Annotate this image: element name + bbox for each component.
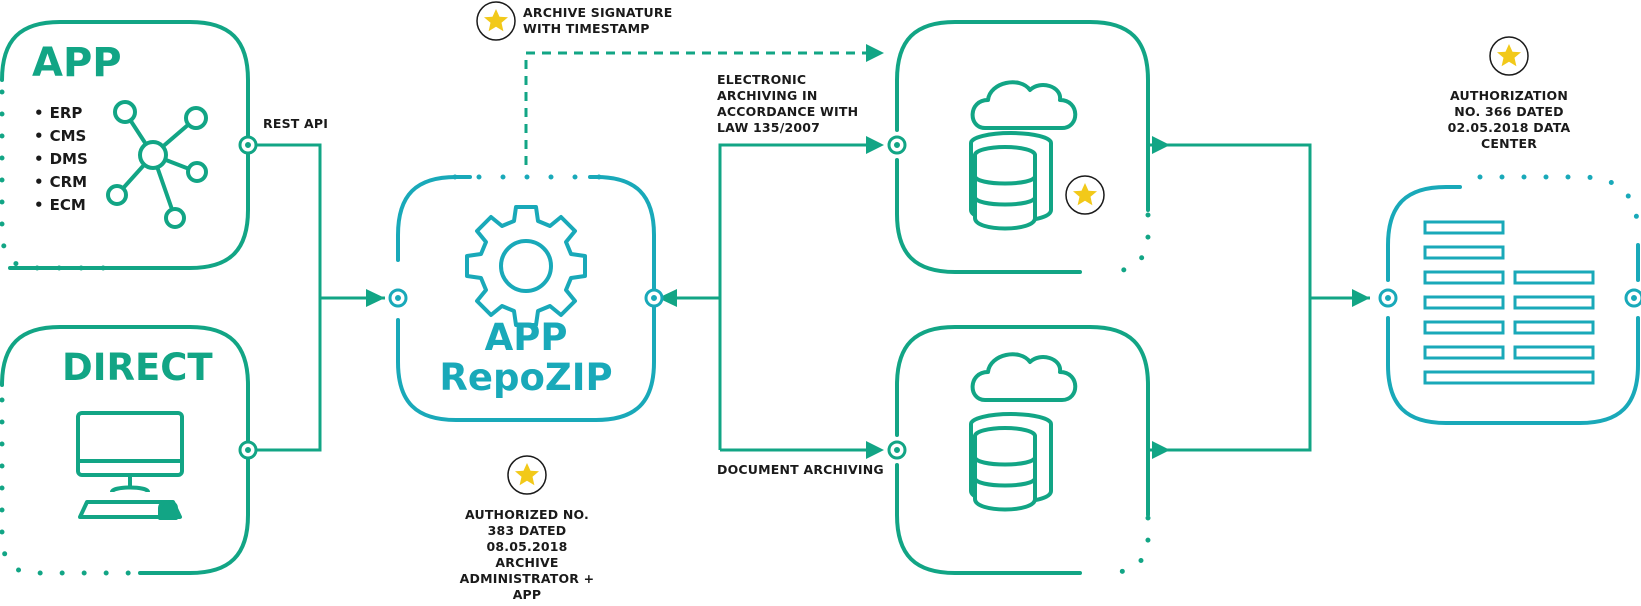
cloud-database-icon	[969, 80, 1078, 231]
electronic-archive-port	[887, 135, 907, 155]
repozip-box-outline	[396, 175, 656, 422]
arrow-document-archiving	[866, 441, 884, 459]
electronic-archive-box	[895, 20, 1151, 275]
data-center-input-port	[1378, 288, 1398, 308]
archive-to-datacenter-line-bottom	[1150, 296, 1370, 452]
app-rest-port	[238, 135, 258, 155]
authorization-center-line2: NO. 366 DATED	[1454, 104, 1564, 119]
archive-to-datacenter-line-top	[1150, 143, 1312, 298]
authorization-admin-line5: ADMINISTRATOR +	[459, 571, 595, 586]
star-badge-icon	[507, 455, 547, 495]
authorization-center-line3: 02.05.2018 DATA	[1447, 120, 1571, 135]
direct-box	[0, 325, 250, 576]
authorization-admin-line4: ARCHIVE	[495, 555, 559, 570]
direct-to-repozip-line	[245, 298, 322, 452]
app-box-title: APP	[32, 40, 122, 86]
arrow-out-top-archive	[1152, 136, 1170, 154]
repozip-input-port	[388, 288, 408, 308]
electronic-archive-box-dotted	[1109, 212, 1151, 275]
authorization-admin-line6: APP	[512, 587, 542, 602]
direct-box-outline	[0, 325, 250, 575]
cloud-database-icon	[969, 352, 1078, 512]
authorization-center-line4: CENTER	[1480, 136, 1538, 151]
authorization-admin-label: AUTHORIZED NO. 383 DATED 08.05.2018 ARCH…	[447, 507, 607, 603]
data-center-output-port	[1624, 288, 1641, 308]
authorization-center-line1: AUTHORIZATION	[1450, 88, 1568, 103]
star-badge-icon	[476, 1, 516, 41]
document-archive-port	[887, 440, 907, 460]
server-rack-icon	[1423, 220, 1595, 385]
arrow-into-datacenter	[1352, 289, 1370, 307]
app-system-item: DMS	[34, 148, 88, 171]
app-box	[0, 20, 250, 271]
electronic-archiving-line1: ELECTRONIC	[717, 72, 807, 87]
repozip-box	[396, 174, 656, 422]
computer-icon	[76, 411, 184, 520]
arrow-back-from-repozip	[658, 289, 677, 307]
document-archive-box-outline	[895, 325, 1150, 575]
star-badge-icon	[1065, 175, 1105, 215]
repozip-title: APP RepoZIP	[420, 318, 632, 398]
app-system-item: CRM	[34, 171, 88, 194]
signature-dashed-line	[524, 51, 870, 165]
arrow-electronic-archiving	[866, 136, 884, 154]
arrow-into-repozip	[366, 289, 385, 307]
electronic-archiving-line3: ACCORDANCE WITH	[717, 104, 859, 119]
electronic-archiving-label: ELECTRONIC ARCHIVING IN ACCORDANCE WITH …	[717, 72, 858, 136]
electronic-archiving-line4: LAW 135/2007	[717, 120, 821, 135]
document-archive-box	[895, 325, 1151, 576]
direct-box-dotted-edge	[0, 397, 133, 576]
archive-branch-line	[718, 143, 870, 450]
star-badge-icon	[1489, 36, 1529, 76]
connector-lines	[245, 51, 1370, 452]
arrow-signature	[866, 44, 884, 62]
app-system-item: ERP	[34, 102, 88, 125]
direct-box-title: DIRECT	[62, 346, 213, 389]
data-center-box-outline	[1386, 185, 1640, 425]
app-box-outline	[0, 20, 250, 270]
authorization-center-label: AUTHORIZATION NO. 366 DATED 02.05.2018 D…	[1429, 88, 1589, 152]
app-system-item: CMS	[34, 125, 88, 148]
repozip-title-line2: RepoZIP	[439, 356, 613, 399]
repozip-output-port	[644, 288, 664, 308]
authorization-admin-line2: 383 DATED	[487, 523, 567, 538]
document-archive-box-dotted	[1109, 515, 1151, 576]
data-center-box	[1386, 174, 1641, 425]
arrowheads	[366, 44, 1370, 459]
arrow-out-bottom-archive	[1152, 441, 1170, 459]
authorization-admin-line3: 08.05.2018	[486, 539, 568, 554]
network-icon	[106, 100, 208, 229]
direct-port	[238, 440, 258, 460]
electronic-archive-box-outline	[895, 20, 1150, 274]
app-system-item: ECM	[34, 194, 88, 217]
archive-signature-line1: ARCHIVE SIGNATURE	[523, 5, 673, 20]
app-systems-list: ERP CMS DMS CRM ECM	[34, 102, 88, 217]
document-archiving-label: DOCUMENT ARCHIVING	[717, 462, 884, 477]
rest-api-label: REST API	[263, 116, 329, 131]
authorization-admin-line1: AUTHORIZED NO.	[464, 507, 590, 522]
gear-icon	[465, 205, 587, 327]
archive-signature-label: ARCHIVE SIGNATURE WITH TIMESTAMP	[523, 5, 672, 37]
electronic-archiving-line2: ARCHIVING IN	[717, 88, 818, 103]
app-to-repozip-line	[245, 143, 385, 300]
archive-signature-line2: WITH TIMESTAMP	[523, 21, 650, 36]
repozip-title-line1: APP	[484, 316, 568, 359]
